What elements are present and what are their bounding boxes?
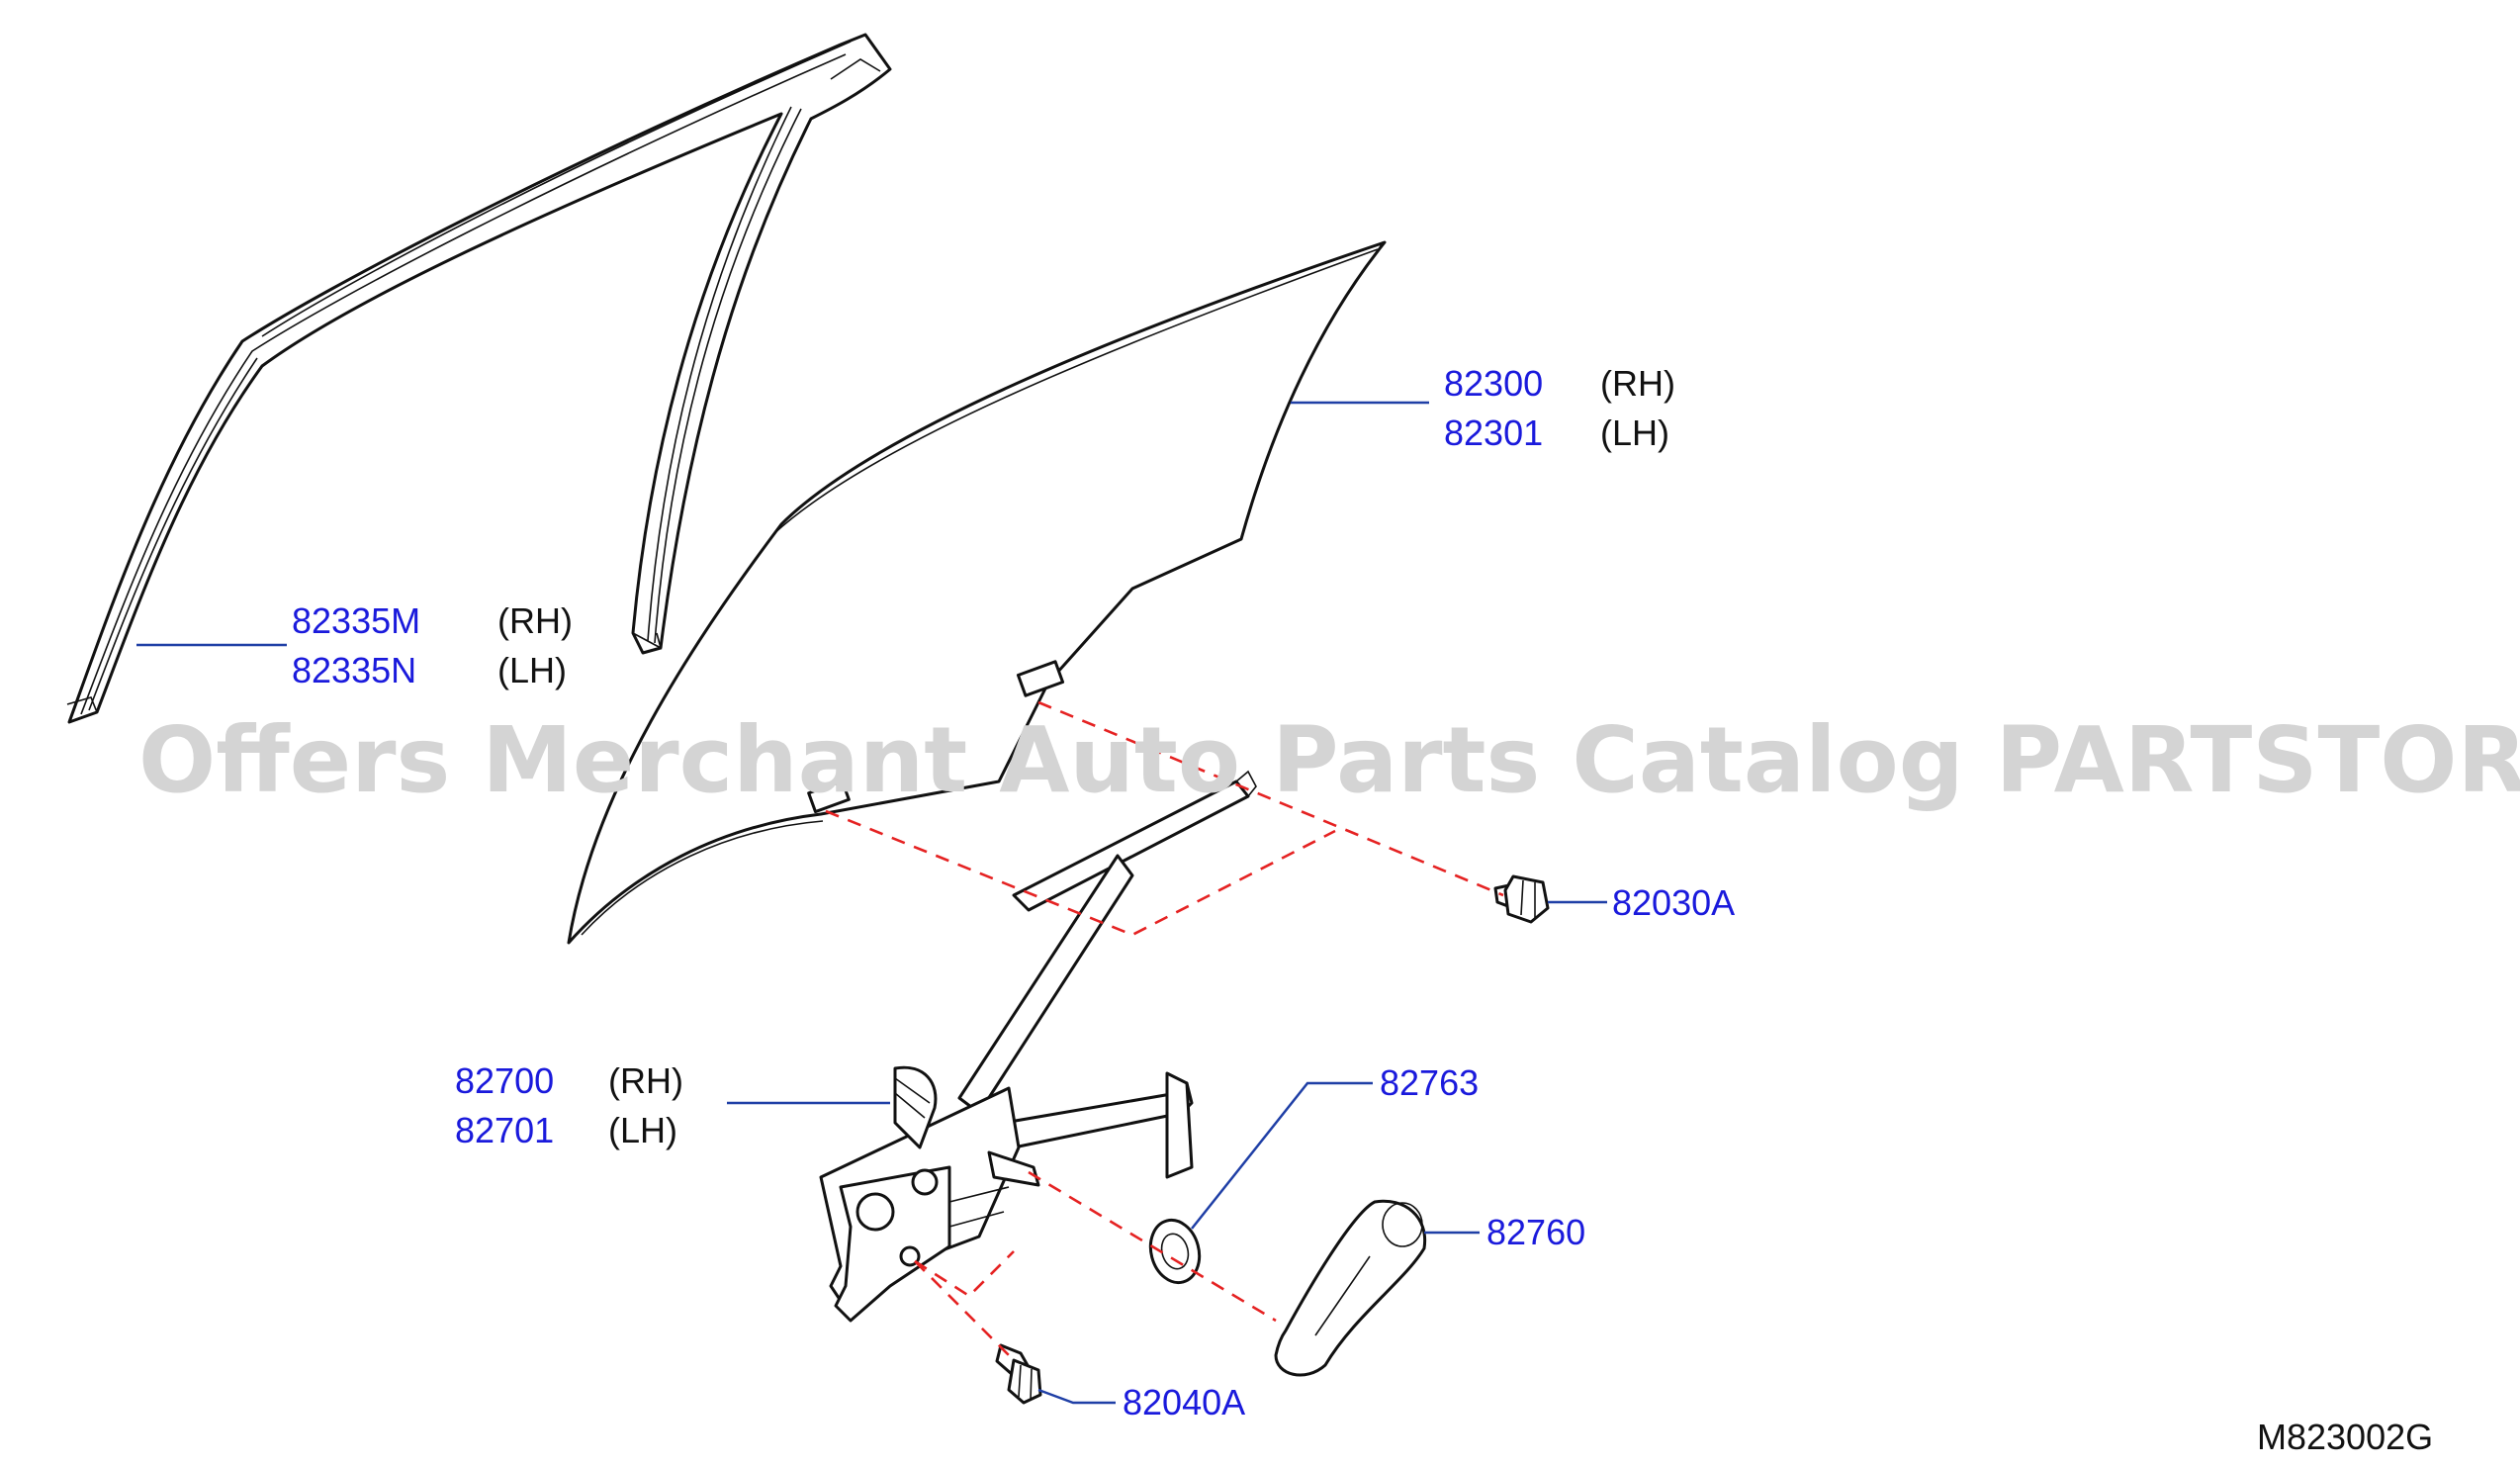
side-label: (RH) [608,1060,683,1101]
window-regulator [819,770,1257,1323]
part-number[interactable]: 82700 [455,1060,554,1101]
side-label: (LH) [608,1110,677,1150]
part-number[interactable]: 82335N [292,650,416,690]
part-number[interactable]: 82760 [1486,1212,1585,1252]
callout-sash: 82335M 82335N (RH) (LH) [292,600,573,690]
diagram-code: M823002G [2257,1417,2433,1457]
callout-glass: 82300 82301 (RH) (LH) [1444,363,1675,453]
part-number[interactable]: 82335M [292,600,420,641]
side-label: (RH) [1600,363,1675,404]
part-number[interactable]: 82030A [1612,882,1735,923]
door-sash-channel [66,33,892,724]
part-number[interactable]: 82300 [1444,363,1543,404]
part-number[interactable]: 82763 [1380,1062,1479,1103]
callout-regulator: 82700 82701 (RH) (LH) [455,1060,683,1150]
window-crank-handle-82760 [1274,1199,1427,1377]
door-glass [567,240,1387,945]
side-label: (LH) [497,650,567,690]
part-number[interactable]: 82701 [455,1110,554,1150]
callout-bolt-upper: 82030A [1612,882,1735,923]
callout-escutcheon: 82763 [1380,1062,1479,1103]
callout-bolt-lower: 82040A [1123,1382,1245,1422]
part-number[interactable]: 82301 [1444,413,1543,453]
escutcheon-washer-82763 [1148,1218,1202,1285]
assembly-dashed-lines [825,700,1504,1356]
callout-handle: 82760 [1486,1212,1585,1252]
bolt-upper-82030A [1493,874,1550,924]
side-label: (RH) [497,600,573,641]
side-label: (LH) [1600,413,1669,453]
bolt-lower-82040A [995,1343,1042,1405]
leader-lines [136,401,1607,1405]
watermark-text: Offers Merchant Auto Parts Catalog PARTS… [138,707,2520,813]
part-number[interactable]: 82040A [1123,1382,1245,1422]
